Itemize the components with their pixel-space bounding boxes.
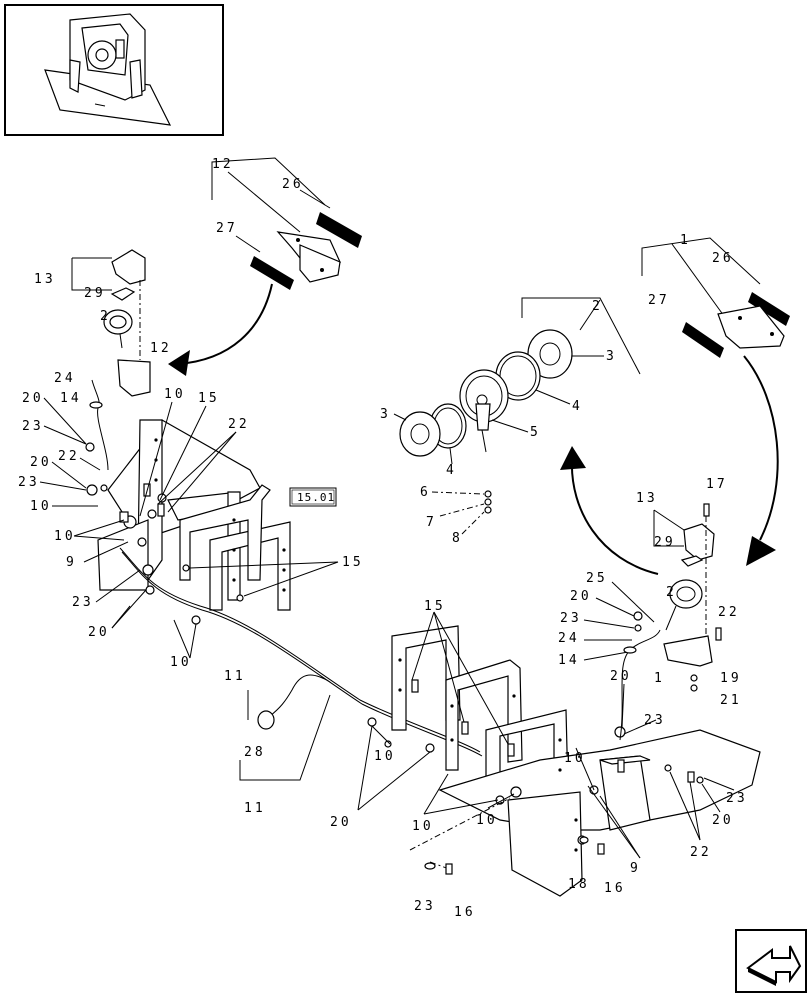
callout-13: 13 — [34, 272, 56, 287]
callout-23: 23 — [560, 611, 582, 626]
callout-10: 10 — [30, 499, 52, 514]
callout-29: 29 — [84, 286, 106, 301]
callout-16: 16 — [454, 905, 476, 920]
callout-9: 9 — [66, 555, 77, 570]
callout-28: 28 — [244, 745, 266, 760]
callout-14-left: 14 — [60, 391, 82, 406]
callout-15: 15 — [198, 391, 220, 406]
callout-24-left: 24 — [54, 371, 76, 386]
decal-26-strip — [316, 212, 362, 248]
callout-3: 3 — [380, 407, 391, 422]
reference-15-01[interactable]: 15.01 — [289, 487, 337, 507]
left-work-light-group: 13 29 2 12 24 14 — [34, 249, 172, 471]
assembly-arrow-right-head — [746, 536, 776, 566]
callout-10: 10 — [476, 813, 498, 828]
callout-26: 26 — [712, 251, 734, 266]
callout-15: 15 — [424, 599, 446, 614]
callout-27: 27 — [216, 221, 238, 236]
callout-4: 4 — [572, 399, 583, 414]
right-frame-assembly — [367, 625, 761, 897]
callout-20: 20 — [88, 625, 110, 640]
callout-22: 22 — [718, 605, 740, 620]
callout-11: 11 — [224, 669, 246, 684]
callout-23: 23 — [72, 595, 94, 610]
callout-23: 23 — [414, 899, 436, 914]
decal-27-strip-right — [682, 322, 724, 358]
callout-26: 26 — [282, 177, 304, 192]
callout-5: 5 — [530, 425, 541, 440]
bottom-fasteners — [424, 836, 589, 875]
callout-10: 10 — [54, 529, 76, 544]
callout-1-right: 1 — [654, 671, 665, 686]
callout-10: 10 — [164, 387, 186, 402]
callout-10: 10 — [374, 749, 396, 764]
callout-23: 23 — [644, 713, 666, 728]
callout-6: 6 — [420, 485, 431, 500]
callout-2-right: 2 — [666, 585, 677, 600]
right-work-light-group: 13 29 17 2 25 20 23 24 14 22 1 19 21 — [558, 477, 742, 741]
callout-20: 20 — [22, 391, 44, 406]
wiring-harness — [119, 547, 483, 781]
bracket-12-group: 12 26 27 — [211, 157, 362, 290]
callout-17: 17 — [706, 477, 728, 492]
callout-20: 20 — [30, 455, 52, 470]
callout-23: 23 — [22, 419, 44, 434]
thumbnail-light-mount — [44, 13, 172, 126]
callout-15: 15 — [342, 555, 364, 570]
callout-20: 20 — [570, 589, 592, 604]
lens-3-left — [399, 411, 441, 457]
assembly-arrow-up-head — [560, 446, 586, 470]
callout-21: 21 — [720, 693, 742, 708]
callout-22: 22 — [58, 449, 80, 464]
callout-18: 18 — [568, 877, 590, 892]
assembly-arrow-up — [570, 459, 659, 575]
harness-plug-28 — [257, 710, 275, 730]
callout-2-left: 2 — [100, 309, 111, 324]
callout-20: 20 — [610, 669, 632, 684]
callout-12: 12 — [212, 157, 234, 172]
callout-25: 25 — [586, 571, 608, 586]
callout-20: 20 — [712, 813, 734, 828]
callout-10: 10 — [412, 819, 434, 834]
callout-27: 27 — [648, 293, 670, 308]
callout-4: 4 — [446, 463, 457, 478]
callout-14: 14 — [558, 653, 580, 668]
assembly-arrow-right — [743, 355, 779, 541]
callout-3: 3 — [606, 349, 617, 364]
reference-label: 15.01 — [297, 491, 335, 504]
callout-24: 24 — [558, 631, 580, 646]
thumbnail-frame — [4, 4, 224, 136]
assembly-arrow-left — [177, 283, 273, 365]
callout-10: 10 — [564, 751, 586, 766]
bracket-1-group: 1 26 27 — [641, 233, 790, 358]
callout-22: 22 — [690, 845, 712, 860]
lamp-exploded-view: 2 3 4 5 4 3 6 7 8 — [380, 297, 641, 546]
callout-13: 13 — [636, 491, 658, 506]
callout-9: 9 — [630, 861, 641, 876]
decal-27-strip — [250, 256, 294, 290]
callout-11: 11 — [244, 801, 266, 816]
callout-29: 29 — [654, 535, 676, 550]
decal-26-strip-right — [748, 292, 790, 326]
next-page-arrow-icon[interactable] — [735, 929, 807, 993]
callout-23: 23 — [726, 791, 748, 806]
callout-23: 23 — [18, 475, 40, 490]
callout-7: 7 — [426, 515, 437, 530]
callout-19: 19 — [720, 671, 742, 686]
assembly-arrow-left-head — [168, 350, 190, 376]
callout-16: 16 — [604, 881, 626, 896]
callout-8: 8 — [452, 531, 463, 546]
callout-10: 10 — [170, 655, 192, 670]
callout-1: 1 — [680, 233, 691, 248]
callout-20: 20 — [330, 815, 352, 830]
callout-22: 22 — [228, 417, 250, 432]
callout-2: 2 — [592, 299, 603, 314]
callout-12-left: 12 — [150, 341, 172, 356]
